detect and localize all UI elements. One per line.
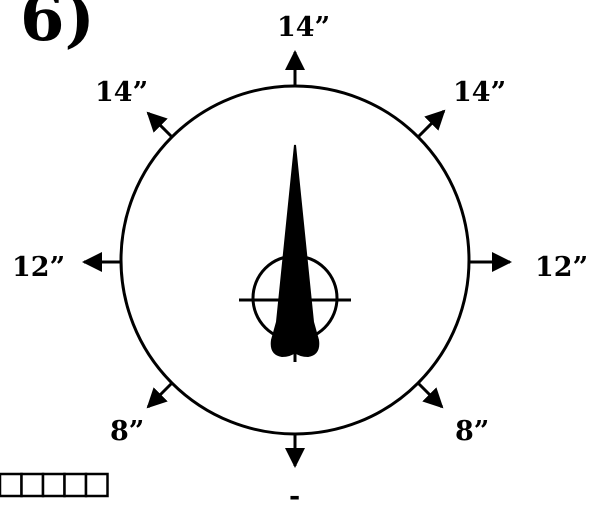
label-southwest: 8”: [110, 416, 144, 447]
label-northwest: 14”: [95, 77, 148, 108]
arrow-northeast: [416, 109, 446, 139]
label-east: 12”: [535, 252, 588, 283]
scale-bar-cell: [20, 472, 45, 498]
corner-mark: 6): [20, 0, 95, 56]
scale-bar-cell: [41, 472, 66, 498]
scale-bar-cell: [84, 472, 109, 498]
arrow-southeast: [416, 381, 444, 409]
scale-bar-cell: [63, 472, 88, 498]
label-northeast: 14”: [453, 77, 506, 108]
bottom-mark: -: [289, 481, 300, 508]
scale-bar-cell: [0, 472, 23, 498]
label-north: 14”: [277, 12, 330, 43]
arrow-southwest: [146, 381, 174, 409]
label-southeast: 8”: [455, 416, 489, 447]
arrow-northwest: [146, 111, 174, 139]
label-west: 12”: [12, 252, 65, 283]
compass-needle: [270, 144, 320, 358]
scale-bar: [0, 472, 109, 498]
